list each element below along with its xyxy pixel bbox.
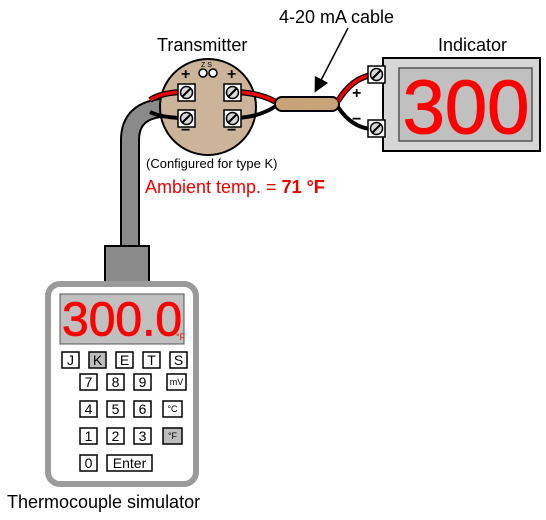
svg-text:K: K xyxy=(93,352,103,368)
transmitter-output-plus: + xyxy=(227,66,236,83)
simulator-display-panel xyxy=(59,293,185,345)
cable-arrow-icon xyxy=(314,27,349,93)
svg-text:E: E xyxy=(120,352,129,368)
key-type-k[interactable]: K xyxy=(88,351,107,369)
screw-terminal-icon xyxy=(367,119,386,138)
ambient-temp-value: 71 xyxy=(282,177,302,197)
key-enter[interactable]: Enter xyxy=(106,454,153,472)
indicator-minus-label: − xyxy=(352,111,361,128)
cable-label: 4-20 mA cable xyxy=(279,7,394,27)
indicator-plus-label: + xyxy=(352,85,361,102)
key-6[interactable]: 6 xyxy=(133,400,152,418)
key-4[interactable]: 4 xyxy=(79,400,98,418)
svg-text:Enter: Enter xyxy=(113,455,147,471)
svg-text:1: 1 xyxy=(85,428,93,444)
screw-terminal-icon xyxy=(177,109,196,128)
zero-span-label: Z S xyxy=(201,62,212,69)
cable-body xyxy=(274,96,340,112)
ambient-temp-prefix: Ambient temp. = xyxy=(145,177,282,197)
screw-terminal-icon xyxy=(177,83,196,102)
svg-text:2: 2 xyxy=(112,428,120,444)
svg-text:T: T xyxy=(147,352,156,368)
simulator-connector xyxy=(104,245,150,285)
svg-text:°C: °C xyxy=(167,404,178,414)
zero-adjust-icon[interactable] xyxy=(198,68,208,78)
transmitter-label: Transmitter xyxy=(157,35,247,55)
svg-text:mV: mV xyxy=(170,377,184,387)
svg-text:9: 9 xyxy=(139,374,147,390)
simulator-display: 300.0 xyxy=(62,294,182,347)
indicator-display-panel xyxy=(398,67,533,142)
svg-text:J: J xyxy=(67,352,74,368)
simulator-label: Thermocouple simulator xyxy=(7,492,200,512)
key-type-s[interactable]: S xyxy=(169,351,188,369)
svg-text:5: 5 xyxy=(112,401,120,417)
key-1[interactable]: 1 xyxy=(79,427,98,445)
svg-text:S: S xyxy=(174,352,183,368)
svg-text:6: 6 xyxy=(139,401,147,417)
configured-note: (Configured for type K) xyxy=(146,156,278,171)
key-type-t[interactable]: T xyxy=(142,351,161,369)
transmitter-input-plus: + xyxy=(181,66,190,83)
screw-terminal-icon xyxy=(223,109,242,128)
transmitter-housing xyxy=(159,58,257,156)
key-8[interactable]: 8 xyxy=(106,373,125,391)
key-7[interactable]: 7 xyxy=(79,373,98,391)
transmitter-output-minus: − xyxy=(227,122,236,139)
key-mv[interactable]: mV xyxy=(166,373,187,391)
screw-terminal-icon xyxy=(223,83,242,102)
key-9[interactable]: 9 xyxy=(133,373,152,391)
svg-text:8: 8 xyxy=(112,374,120,390)
key-2[interactable]: 2 xyxy=(106,427,125,445)
svg-text:7: 7 xyxy=(85,374,93,390)
ambient-temp-unit: °F xyxy=(307,177,325,197)
key-degc[interactable]: °C xyxy=(162,400,183,418)
key-3[interactable]: 3 xyxy=(133,427,152,445)
svg-text:°F: °F xyxy=(168,431,178,441)
svg-text:4: 4 xyxy=(85,401,93,417)
svg-text:0: 0 xyxy=(85,455,93,471)
transmitter-input-minus: − xyxy=(181,122,190,139)
key-0[interactable]: 0 xyxy=(79,454,98,472)
key-type-e[interactable]: E xyxy=(115,351,134,369)
span-adjust-icon[interactable] xyxy=(208,68,218,78)
ambient-temp: Ambient temp. = 71°F xyxy=(145,177,325,197)
svg-text:3: 3 xyxy=(139,428,147,444)
key-5[interactable]: 5 xyxy=(106,400,125,418)
indicator-display: 300 xyxy=(403,66,530,151)
key-type-j[interactable]: J xyxy=(61,351,80,369)
screw-terminal-icon xyxy=(367,65,386,84)
simulator-display-unit: °F xyxy=(176,332,186,342)
indicator-label: Indicator xyxy=(438,35,507,55)
key-degf[interactable]: °F xyxy=(162,427,183,445)
